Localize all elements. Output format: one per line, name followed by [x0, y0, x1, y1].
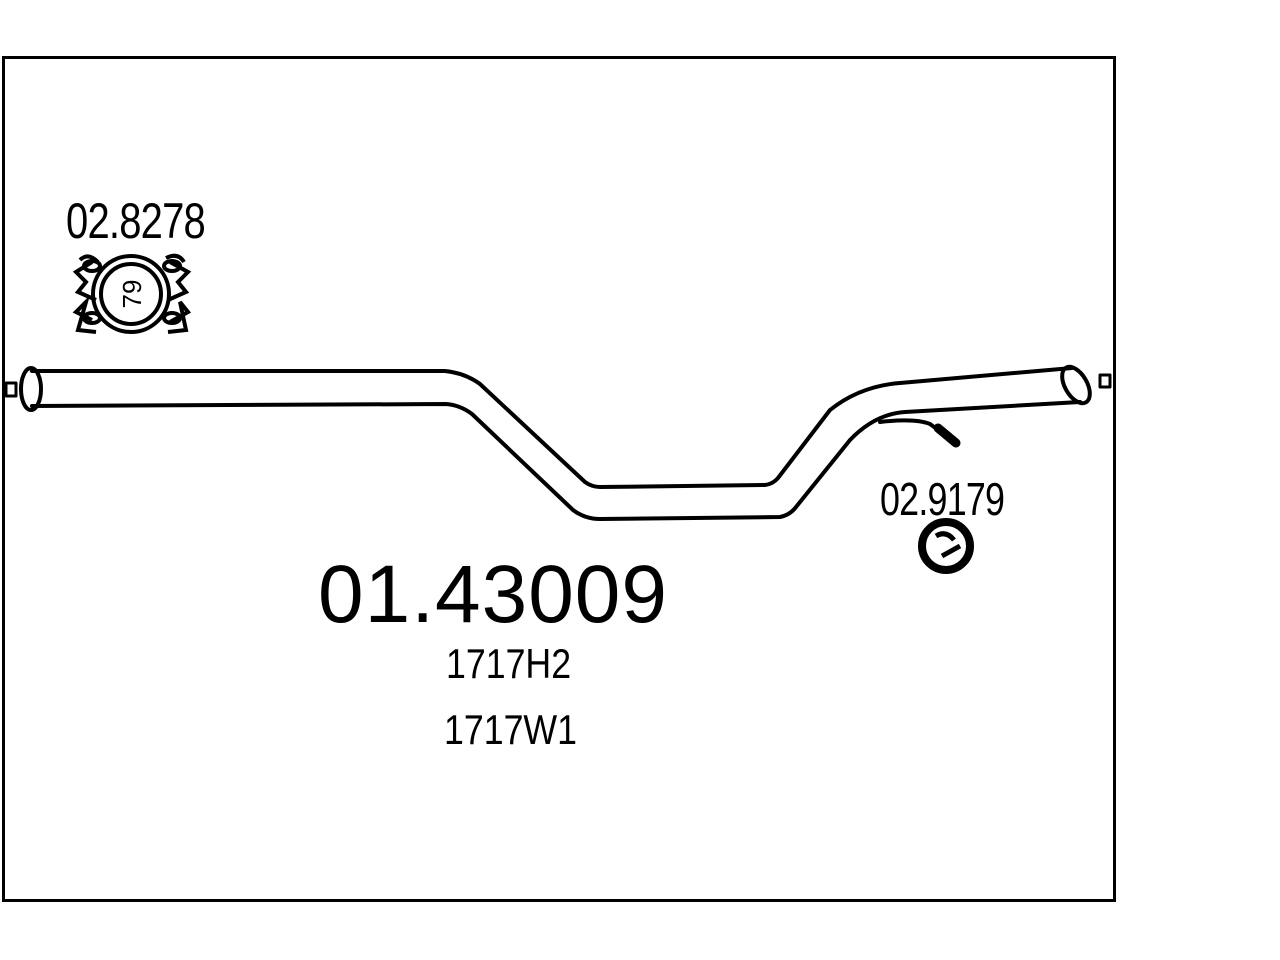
pipe-outlet-end: [1060, 364, 1112, 406]
diagram-frame: [2, 56, 1116, 902]
clamp-part-number: 02.8278: [66, 193, 206, 249]
hanger-part-number: 02.9179: [880, 473, 1005, 525]
exhaust-pipe: [30, 366, 1082, 521]
exhaust-clamp-icon: 79: [72, 253, 192, 334]
clamp-size-label: 79: [117, 280, 147, 309]
reference-number-1: 1717H2: [446, 640, 572, 687]
pipe-inlet-end: [4, 366, 43, 412]
main-part-number: 01.43009: [318, 549, 669, 640]
reference-number-2: 1717W1: [444, 706, 577, 753]
hanger-bracket: [878, 418, 961, 448]
rubber-hanger-icon: [918, 518, 974, 574]
